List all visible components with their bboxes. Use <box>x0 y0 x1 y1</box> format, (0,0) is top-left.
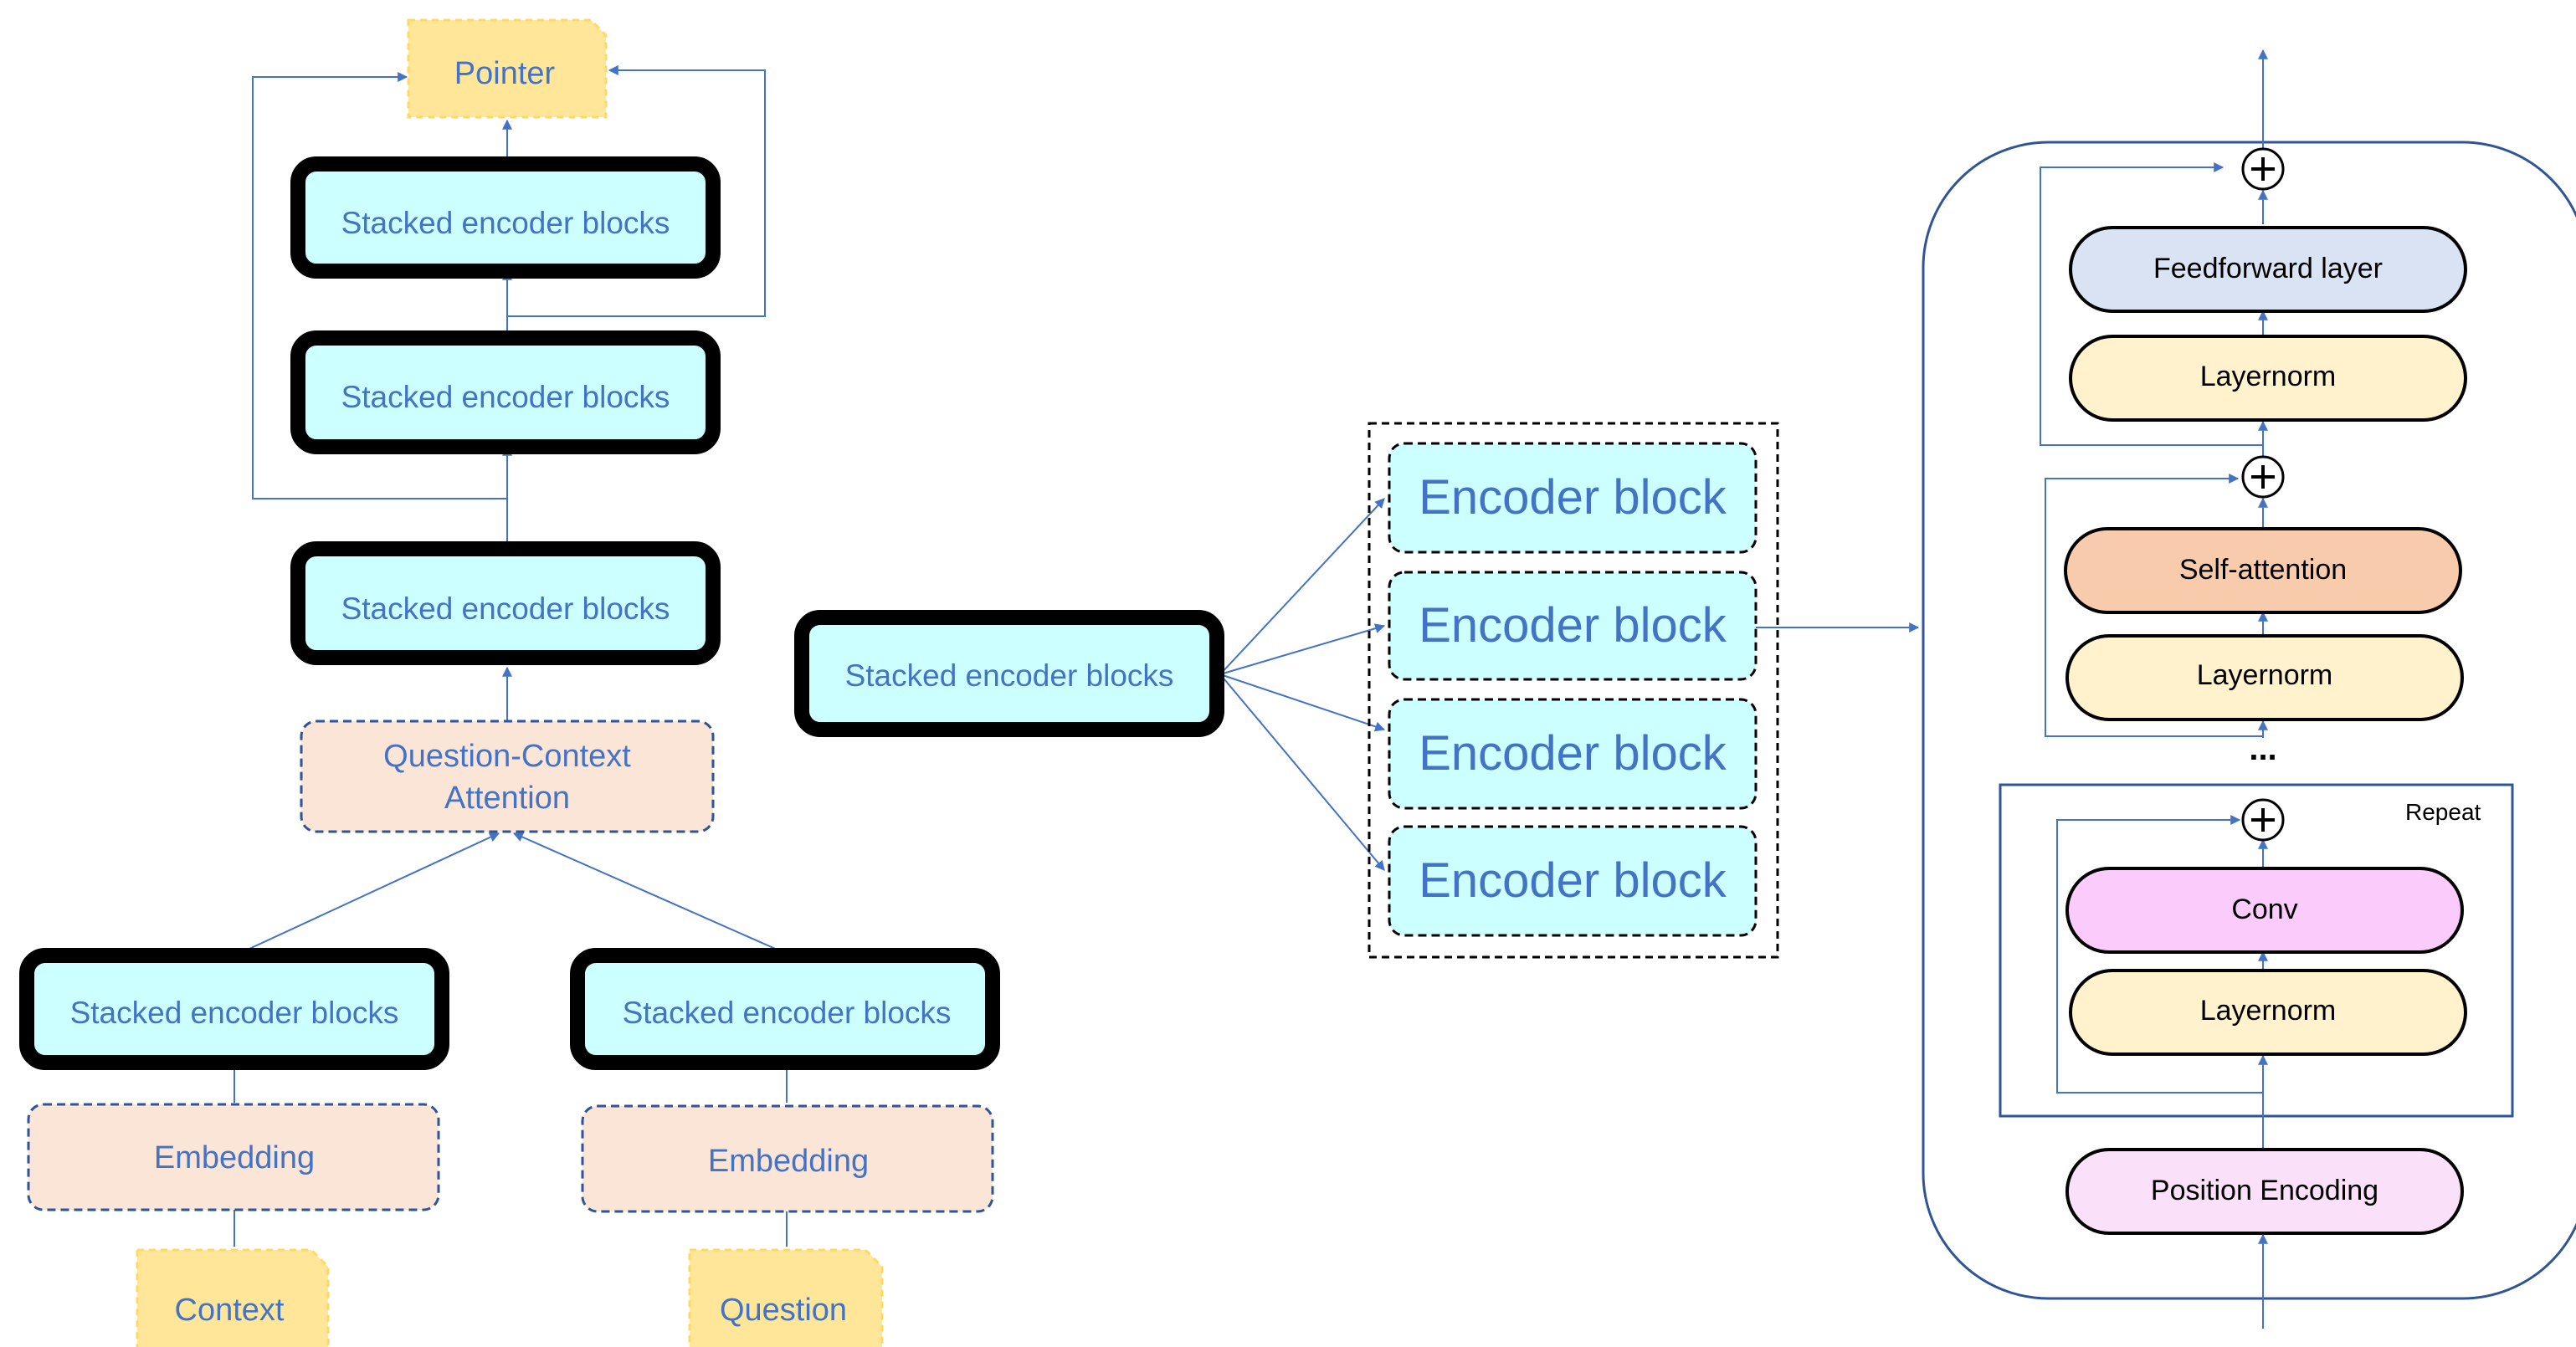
embedding-question: Embedding <box>581 1104 994 1213</box>
stacked-encoder-question: Stacked encoder blocks <box>570 948 1000 1070</box>
add-node-top <box>2241 147 2285 191</box>
context-input-label: Context <box>175 1293 285 1328</box>
pointer-label: Pointer <box>454 56 556 91</box>
encoder-block-detail <box>1922 141 2576 1300</box>
arrow-stacked-context-to-attention <box>238 832 500 955</box>
residual-attention <box>2045 474 2263 737</box>
stacked-question-label: Stacked encoder blocks <box>623 996 952 1030</box>
position-encoding-label: Position Encoding <box>2151 1175 2378 1206</box>
arrow-to-encoder-block-4 <box>1219 674 1385 871</box>
add-node-low <box>2241 798 2285 842</box>
layernorm-top: Layernorm <box>2069 335 2467 422</box>
embedding-context: Embedding <box>27 1103 440 1211</box>
arrow-to-encoder-block-2 <box>1219 623 1386 675</box>
encoder-block-4: Encoder block <box>1388 825 1758 937</box>
stacked-encoder-mid: Stacked encoder blocks <box>290 330 721 454</box>
question-input-label: Question <box>720 1293 847 1328</box>
stacked-encoder-context: Stacked encoder blocks <box>19 948 449 1070</box>
encoder-block-1-label: Encoder block <box>1419 470 1727 525</box>
stacked-top-label: Stacked encoder blocks <box>341 206 670 240</box>
repeat-box <box>1999 783 2514 1118</box>
encoder-block-group <box>1368 422 1779 959</box>
layernorm-mid: Layernorm <box>2065 634 2464 721</box>
stacked-encoder-low: Stacked encoder blocks <box>290 541 721 665</box>
left-panel: Pointer Stacked encoder blocks Stacked e… <box>19 18 1000 1347</box>
self-attention-label: Self-attention <box>2179 554 2347 586</box>
attention-label-line1: Question-Context <box>383 739 631 774</box>
conv-label: Conv <box>2231 894 2297 925</box>
layernorm-mid-label: Layernorm <box>2197 659 2333 691</box>
self-attention: Self-attention <box>2064 527 2462 614</box>
arrow-to-encoder-block-3 <box>1219 674 1386 732</box>
pointer-node: Pointer <box>407 18 608 119</box>
arrow-skip-to-pointer-left <box>252 72 507 499</box>
left-connectors <box>229 65 792 1247</box>
encoder-block-2: Encoder block <box>1388 571 1758 681</box>
context-input: Context <box>136 1248 330 1347</box>
repeat-label: Repeat <box>2405 799 2481 825</box>
layernorm-low: Layernorm <box>2069 969 2467 1056</box>
feedforward-label: Feedforward layer <box>2153 253 2383 284</box>
question-input: Question <box>688 1248 884 1347</box>
stacked-low-label: Stacked encoder blocks <box>341 592 670 626</box>
arrow-stacked-question-to-attention <box>512 832 788 955</box>
conv-layer: Conv <box>2065 867 2464 954</box>
arrow-skip-to-pointer-right <box>507 65 766 317</box>
repeat-ellipsis: ... <box>2249 730 2276 767</box>
right-panel: Repeat <box>1922 49 2576 1329</box>
arrow-to-encoder-block-1 <box>1219 498 1385 675</box>
stacked-encoder-top: Stacked encoder blocks <box>290 156 721 279</box>
stacked-mid-label: Stacked encoder blocks <box>341 380 670 414</box>
stacked-encoder-middle: Stacked encoder blocks <box>794 610 1224 737</box>
encoder-block-4-label: Encoder block <box>1419 853 1727 908</box>
embedding-question-label: Embedding <box>708 1144 869 1179</box>
feedforward-layer: Feedforward layer <box>2069 226 2467 313</box>
position-encoding: Position Encoding <box>2065 1148 2464 1235</box>
encoder-block-3-label: Encoder block <box>1419 726 1727 781</box>
encoder-block-3: Encoder block <box>1388 698 1758 810</box>
stacked-middle-label: Stacked encoder blocks <box>845 658 1174 693</box>
layernorm-low-label: Layernorm <box>2200 995 2337 1027</box>
stacked-context-label: Stacked encoder blocks <box>70 996 399 1030</box>
encoder-block-1: Encoder block <box>1388 442 1758 554</box>
embedding-context-label: Embedding <box>154 1140 315 1175</box>
question-context-attention: Question-Context Attention <box>300 720 715 833</box>
layernorm-top-label: Layernorm <box>2200 361 2337 392</box>
fanout-arrows <box>1219 498 1920 871</box>
residual-feedforward <box>2040 162 2263 446</box>
add-node-mid <box>2241 455 2285 499</box>
middle-panel: Stacked encoder blocks Encoder block Enc… <box>794 422 1920 959</box>
attention-label-line2: Attention <box>444 781 570 816</box>
right-connectors <box>2040 49 2268 1329</box>
residual-conv <box>2056 815 2263 1093</box>
encoder-block-2-label: Encoder block <box>1419 598 1727 653</box>
